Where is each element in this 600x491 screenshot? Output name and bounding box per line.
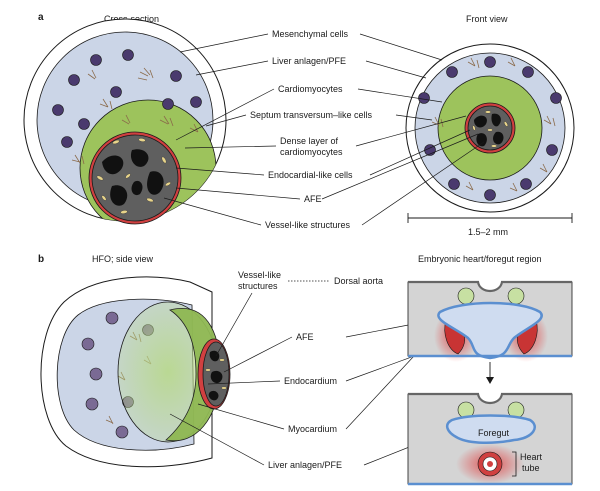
label-vessel-like-structures: Vessel-like structures — [265, 220, 351, 230]
label-heart-tube-1: Heart — [520, 452, 543, 462]
cross-section-afe — [91, 134, 179, 222]
panel-a-letter: a — [38, 12, 44, 23]
label-liver-anlagen-b: Liver anlagen/PFE — [268, 460, 342, 470]
embryo-upper-section — [407, 280, 573, 362]
foregut-epithelium-upper — [437, 301, 543, 360]
label-septum-transversum: Septum transversum–like cells — [250, 110, 373, 120]
label-vessel-like-2: structures — [238, 281, 278, 291]
label-afe-b: AFE — [296, 332, 314, 342]
label-dense-layer-1: Dense layer of — [280, 136, 339, 146]
label-mesenchymal-cells: Mesenchymal cells — [272, 29, 349, 39]
embryonic-region-title: Embryonic heart/foregut region — [418, 254, 542, 264]
label-endocardium: Endocardium — [284, 376, 337, 386]
hfo-side-view-diagram — [40, 276, 231, 468]
hfo-myocardium-cap — [165, 308, 221, 442]
embryo-lower-section — [407, 392, 573, 486]
label-heart-tube-2: tube — [522, 463, 540, 473]
label-vessel-like-1: Vessel-like — [238, 270, 281, 280]
front-view-diagram — [405, 43, 575, 213]
panel-a-leader-lines — [163, 33, 485, 226]
front-view-title: Front view — [466, 14, 508, 24]
scale-bar — [407, 213, 573, 223]
label-dorsal-aorta: Dorsal aorta — [334, 276, 383, 286]
dorsal-aorta-right — [507, 287, 525, 305]
label-myocardium: Myocardium — [288, 424, 337, 434]
label-foregut: Foregut — [478, 428, 510, 438]
label-afe-a: AFE — [304, 194, 322, 204]
label-cardiomyocytes: Cardiomyocytes — [278, 84, 343, 94]
label-liver-anlagen-a: Liver anlagen/PFE — [272, 56, 346, 66]
label-endocardial-like-cells: Endocardial-like cells — [268, 170, 353, 180]
foregut-lower — [445, 414, 536, 444]
panel-b-letter: b — [38, 254, 44, 265]
cross-section-diagram — [23, 18, 227, 225]
label-dense-layer-2: cardiomyocytes — [280, 147, 343, 157]
scale-bar-label: 1.5–2 mm — [468, 227, 508, 237]
dorsal-aorta-left — [457, 287, 475, 305]
developmental-arrow — [486, 362, 494, 384]
hfo-side-view-title: HFO; side view — [92, 254, 154, 264]
